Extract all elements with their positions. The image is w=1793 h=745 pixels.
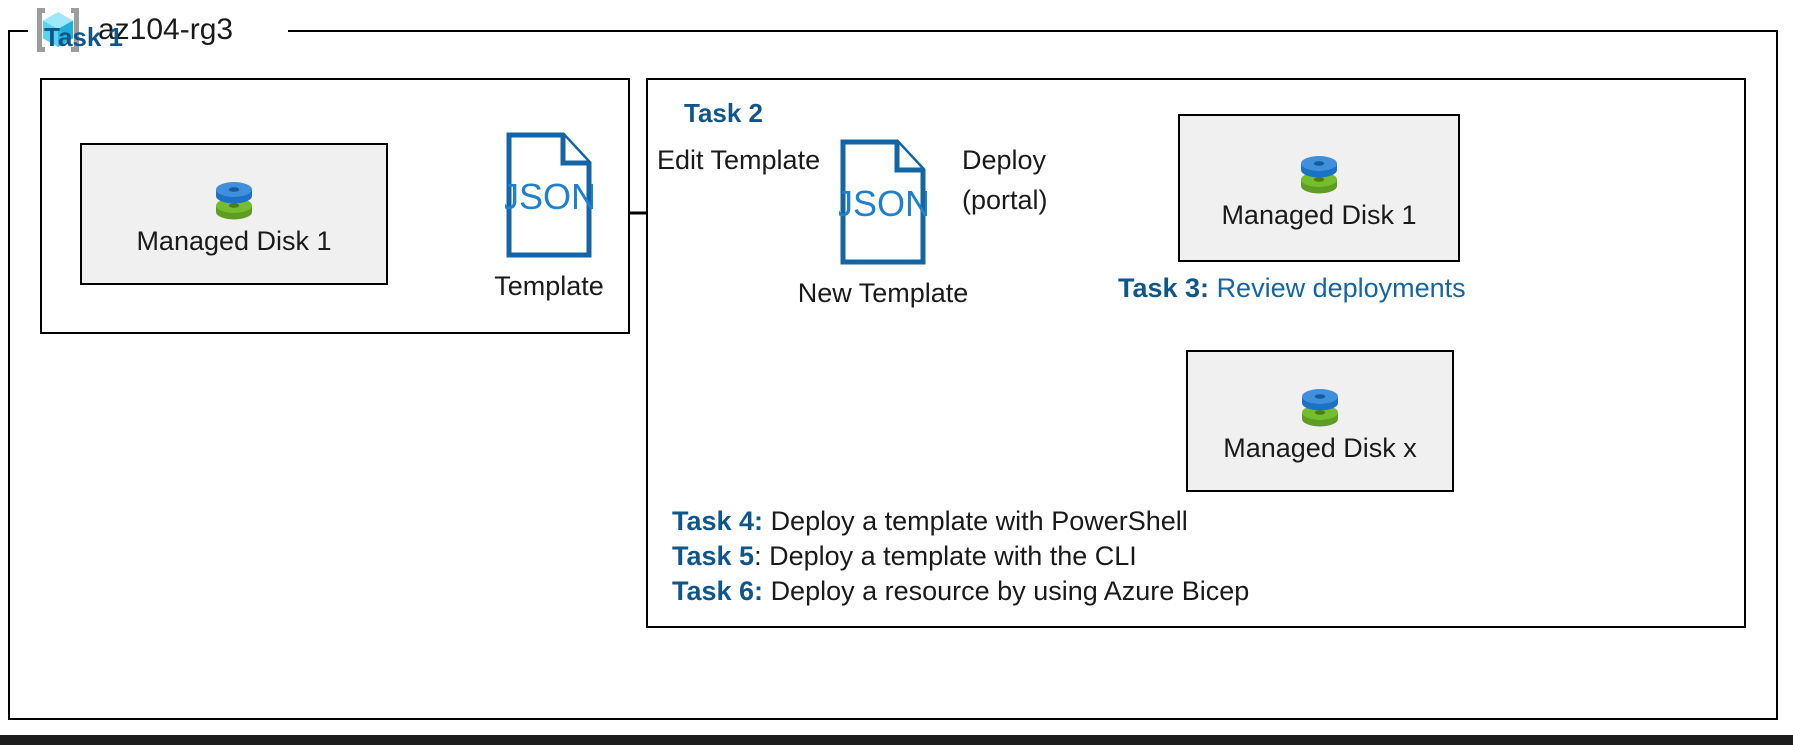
managed-disk-x-box[interactable]: Managed Disk x (1186, 350, 1454, 492)
managed-disk-x-label: Managed Disk x (1223, 432, 1417, 463)
resource-group-title: az104-rg3 (32, 4, 233, 56)
task2-heading: Task 2 (684, 98, 764, 128)
edge-label-edit-template: Edit Template (657, 145, 821, 175)
note-task4: Task 4: Deploy a template with PowerShel… (672, 506, 1188, 537)
note-task5-separator: : (754, 541, 762, 571)
note-task5-body: Deploy a template with the CLI (769, 541, 1137, 571)
note-task5-lead: Task 5 (672, 541, 755, 571)
managed-disk-1-label-task1: Managed Disk 1 (136, 225, 332, 256)
note-task4-body: Deploy a template with PowerShell (770, 506, 1188, 536)
managed-disk-icon (216, 181, 252, 219)
note-task3-body: Review deployments (1216, 273, 1466, 303)
resource-group-cube-icon (37, 8, 79, 52)
managed-disk-icon (1301, 155, 1337, 193)
svg-text:JSON: JSON (839, 183, 927, 224)
note-task6-lead: Task 6: (672, 576, 764, 606)
new-template-json-task2[interactable]: JSON New Template (798, 138, 968, 308)
template-json-task1[interactable]: JSON Template (494, 131, 604, 301)
managed-disk-1-box-task1[interactable]: Managed Disk 1 (80, 143, 388, 285)
edge-label-portal: (portal) (962, 185, 1048, 215)
resource-group-frame (8, 30, 1778, 720)
bottom-edge-shadow (0, 735, 1793, 745)
template-caption-task1: Template (494, 271, 604, 301)
note-task3-lead: Task 3: (1118, 273, 1210, 303)
note-task6: Task 6: Deploy a resource by using Azure… (672, 576, 1249, 607)
note-task6-body: Deploy a resource by using Azure Bicep (770, 576, 1250, 606)
managed-disk-1-label-task2: Managed Disk 1 (1221, 199, 1417, 230)
resource-group-name: az104-rg3 (98, 13, 234, 46)
note-task3: Task 3: Review deployments (1118, 273, 1466, 304)
managed-disk-1-box-task2[interactable]: Managed Disk 1 (1178, 114, 1460, 262)
json-document-icon: JSON (839, 139, 927, 265)
note-task4-lead: Task 4: (672, 506, 764, 536)
note-task5: Task 5: Deploy a template with the CLI (672, 541, 1137, 572)
managed-disk-icon (1302, 388, 1338, 426)
svg-text:JSON: JSON (505, 176, 593, 217)
edge-label-deploy: Deploy (962, 145, 1047, 175)
json-document-icon: JSON (505, 132, 593, 258)
new-template-caption-task2: New Template (797, 278, 969, 308)
task1-heading: Task 1 (44, 22, 124, 52)
